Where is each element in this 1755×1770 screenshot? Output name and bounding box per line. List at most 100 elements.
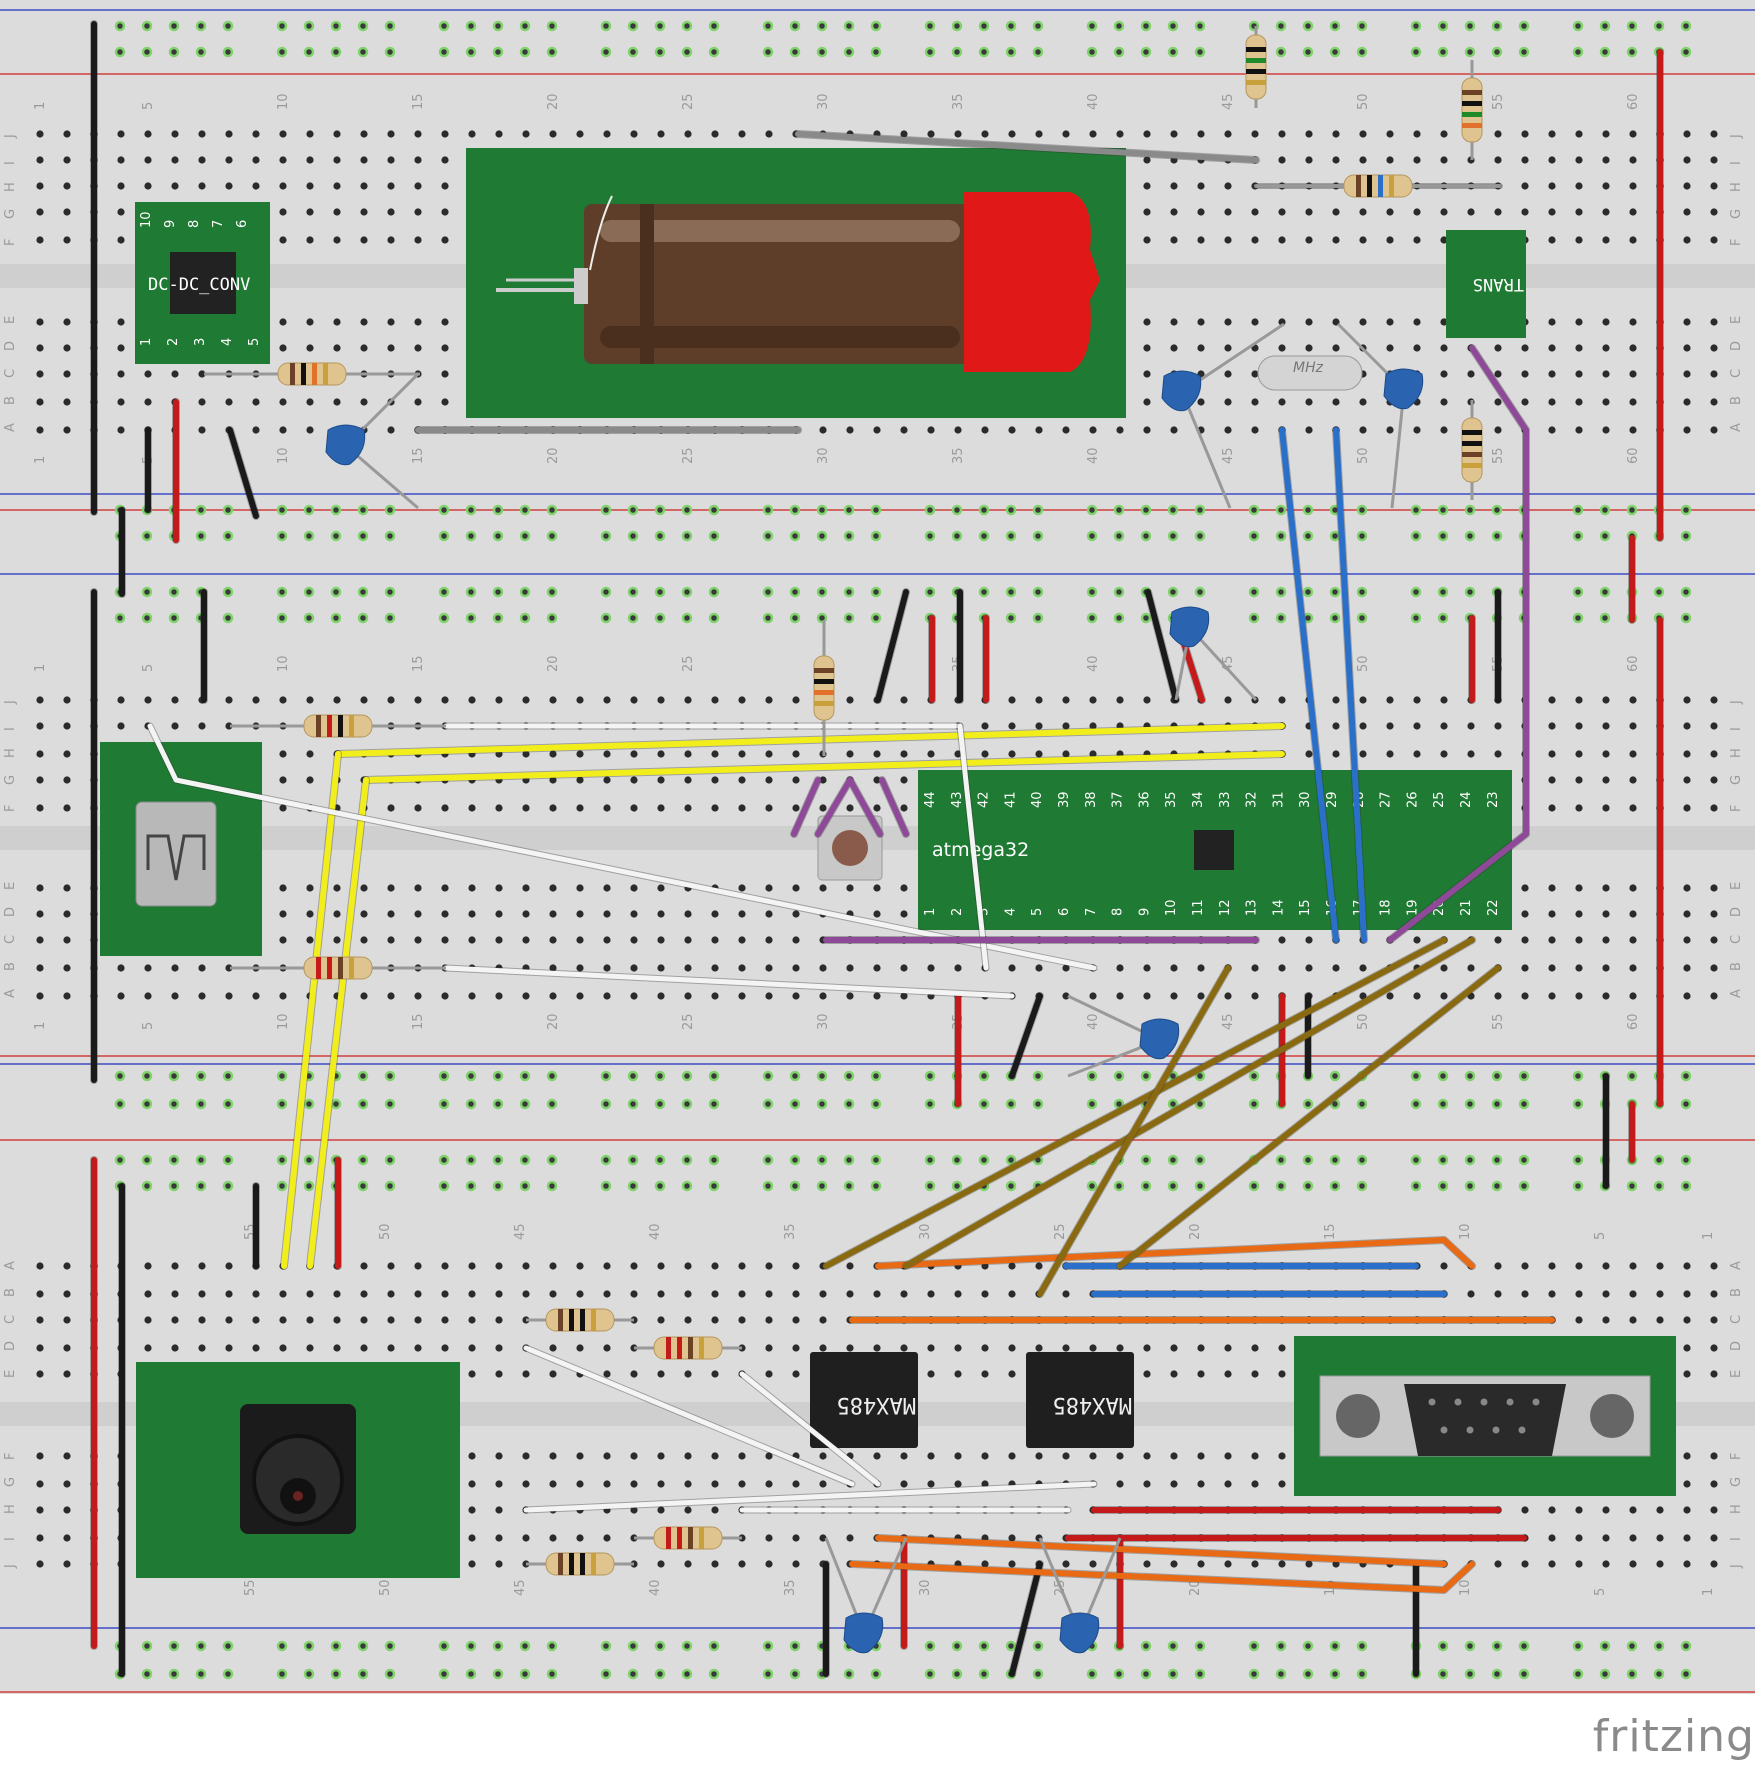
hole [306, 750, 314, 758]
wire-blue[interactable] [1333, 427, 1367, 943]
resistor[interactable] [1461, 60, 1483, 160]
hole [1089, 750, 1097, 758]
hole [1467, 208, 1475, 216]
wire-black[interactable] [227, 427, 259, 519]
resistor[interactable] [1245, 26, 1267, 108]
hole [36, 750, 44, 758]
rail-hole [1437, 504, 1449, 516]
rail-hole [870, 1180, 882, 1192]
row-label: B [1729, 396, 1744, 405]
wire-yellow[interactable] [335, 723, 1285, 757]
wire-white[interactable] [147, 723, 1097, 971]
resistor[interactable] [634, 1336, 742, 1360]
capacitor[interactable] [1067, 994, 1180, 1078]
wire-brown[interactable] [903, 937, 1475, 1269]
hole [1170, 1344, 1178, 1352]
jumper-wires[interactable] [90, 20, 1664, 1678]
hole [495, 1290, 503, 1298]
rail-hole [1356, 1098, 1368, 1110]
hole [1683, 182, 1691, 190]
capacitor[interactable] [1169, 606, 1258, 702]
wire-brown[interactable] [1117, 965, 1501, 1269]
resistor-band [558, 1553, 563, 1575]
resistor[interactable] [1461, 400, 1483, 500]
rail-hole [600, 46, 612, 58]
wire-gray[interactable] [795, 131, 1259, 163]
capacitor[interactable] [824, 1537, 908, 1654]
wire-white[interactable] [523, 1345, 855, 1487]
db9-serial-connector[interactable] [1294, 1336, 1676, 1496]
rail-hole [141, 1668, 153, 1680]
resistor[interactable] [526, 1308, 634, 1332]
rail-hole [330, 586, 342, 598]
capacitor[interactable] [1038, 1537, 1122, 1654]
hole [1575, 130, 1583, 138]
hole [1251, 398, 1259, 406]
resistor[interactable] [634, 1526, 742, 1550]
battery-holder[interactable] [466, 148, 1126, 418]
hole [792, 964, 800, 972]
rail-hole [654, 504, 666, 516]
wire-orange[interactable] [875, 1535, 1447, 1567]
capacitor[interactable] [325, 372, 420, 510]
hole [63, 1262, 71, 1270]
camera-module[interactable] [136, 1362, 460, 1578]
wire-black[interactable] [1009, 993, 1043, 1079]
wire-orange[interactable] [875, 1237, 1475, 1269]
wire-white[interactable] [523, 1481, 1097, 1513]
resistors[interactable] [204, 26, 1500, 1576]
wire-white[interactable] [443, 965, 1015, 999]
hole [1116, 1480, 1124, 1488]
max485-chip-b[interactable]: MAX485 [1026, 1352, 1134, 1448]
hole [1521, 398, 1529, 406]
rail-hole [1518, 46, 1530, 58]
wire-yellow[interactable] [363, 751, 1285, 783]
rail-hole [330, 20, 342, 32]
wire-black[interactable] [1009, 1561, 1043, 1677]
hole [306, 344, 314, 352]
crystal-oscillator[interactable]: MHz [1257, 355, 1363, 391]
wire-purple[interactable] [791, 777, 821, 837]
wire-orange[interactable] [849, 1561, 1475, 1593]
capacitor[interactable] [1161, 322, 1285, 509]
push-button[interactable] [817, 815, 883, 881]
wire-black[interactable] [875, 589, 909, 703]
capacitor[interactable] [1336, 322, 1424, 509]
max485-chip-a[interactable]: MAX485 [810, 1352, 918, 1448]
column-label: 25 [681, 447, 696, 464]
wire-purple[interactable] [815, 777, 883, 837]
resistor[interactable] [1256, 174, 1500, 198]
wire-yellow[interactable] [281, 751, 341, 1269]
hole [279, 910, 287, 918]
wire-purple[interactable] [1387, 345, 1529, 943]
wire-brown[interactable] [823, 937, 1447, 1269]
row-label: C [1729, 935, 1744, 944]
resistor[interactable] [230, 714, 446, 738]
hole [1170, 182, 1178, 190]
hole [360, 696, 368, 704]
hole [1602, 344, 1610, 352]
wire-brown[interactable] [1037, 965, 1231, 1297]
resistor[interactable] [230, 956, 446, 980]
hole [549, 1344, 557, 1352]
wire-white[interactable] [739, 1371, 881, 1487]
usb-module[interactable] [100, 742, 262, 956]
resistor[interactable] [204, 362, 420, 386]
transistor-module[interactable]: TRANS [1446, 230, 1526, 338]
resistor[interactable] [526, 1552, 634, 1576]
wire-yellow[interactable] [307, 777, 369, 1269]
wire-purple[interactable] [879, 777, 909, 837]
hole [387, 426, 395, 434]
wire-black[interactable] [1145, 589, 1179, 703]
rail-hole [1680, 1640, 1692, 1652]
ceramic-capacitors[interactable] [325, 322, 1424, 1654]
hole [900, 1344, 908, 1352]
rail-hole [870, 1668, 882, 1680]
wire-blue[interactable] [1279, 427, 1339, 943]
resistor[interactable] [813, 620, 835, 756]
rail-hole [924, 1668, 936, 1680]
hole [1251, 1480, 1259, 1488]
wire-white[interactable] [957, 723, 989, 971]
